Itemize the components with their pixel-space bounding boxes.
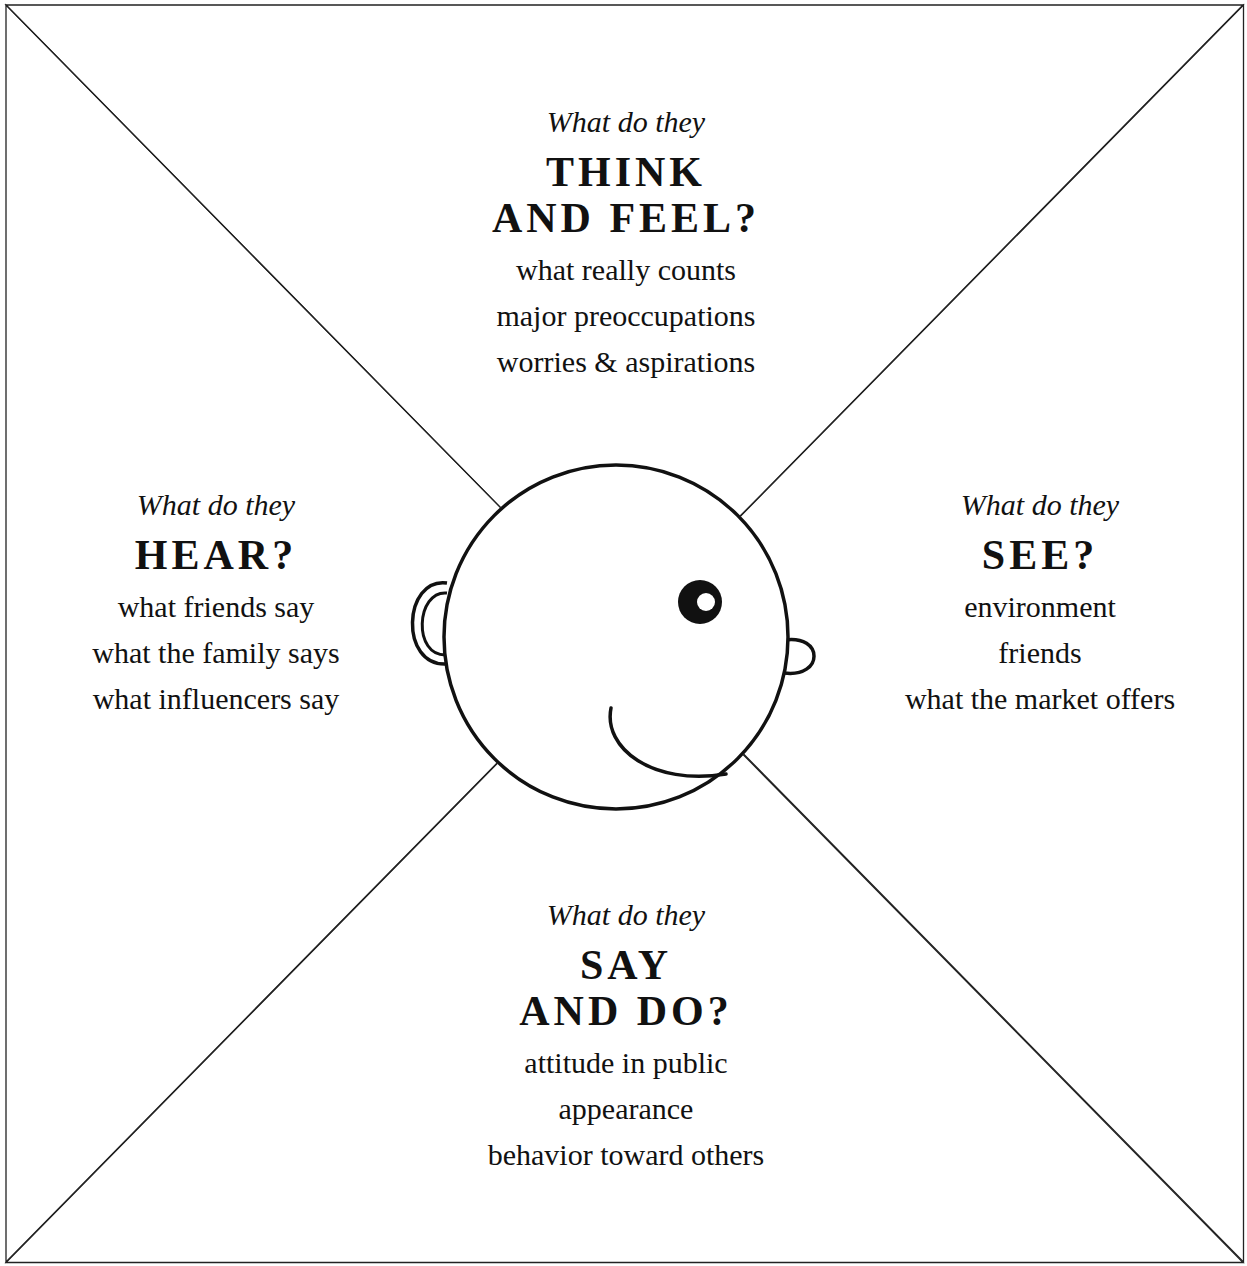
prompt-item: behavior toward others (487, 1132, 766, 1178)
question-lead: What do they (491, 99, 762, 145)
head-circle (444, 465, 788, 809)
question-heading: SEE? (904, 532, 1177, 578)
prompt-item: what friends say (91, 584, 341, 630)
question-lead: What do they (904, 482, 1177, 528)
quadrant-border (6, 754, 1243, 1262)
question-lead: What do they (91, 482, 341, 528)
question-heading: SAY AND DO? (487, 942, 766, 1034)
quadrant-text: What do theySEE? environmentfriendswhat t… (904, 482, 1177, 722)
quadrant-region: What do theySAY AND DO? attitude in publi… (6, 634, 1243, 1263)
prompt-item: worries & aspirations (491, 339, 762, 385)
quadrant-border (740, 5, 1243, 1262)
prompt-item: what really counts (491, 247, 762, 293)
prompt-item: attitude in public (487, 1040, 766, 1086)
question-lead: What do they (487, 892, 766, 938)
prompt-item: friends (904, 630, 1177, 676)
prompt-item: what the market offers (904, 676, 1177, 722)
left-ear-outer (412, 583, 447, 664)
quadrant-border (6, 5, 1243, 516)
question-heading: HEAR? (91, 532, 341, 578)
question-heading: THINK AND FEEL? (491, 149, 762, 241)
quadrant-text: What do theyTHINK AND FEEL? what really c… (491, 99, 762, 385)
prompt-item: major preoccupations (491, 293, 762, 339)
eye (678, 580, 722, 624)
prompt-item: environment (904, 584, 1177, 630)
eye-highlight (697, 593, 715, 611)
smile (610, 708, 726, 776)
quadrant-text: What do theySAY AND DO? attitude in publi… (487, 892, 766, 1178)
prompt-item: what the family says (91, 630, 341, 676)
quadrant-border (6, 5, 501, 1262)
prompt-item: appearance (487, 1086, 766, 1132)
prompt-item: what influencers say (91, 676, 341, 722)
quadrant-text: What do theyHEAR? what friends saywhat th… (91, 482, 341, 722)
